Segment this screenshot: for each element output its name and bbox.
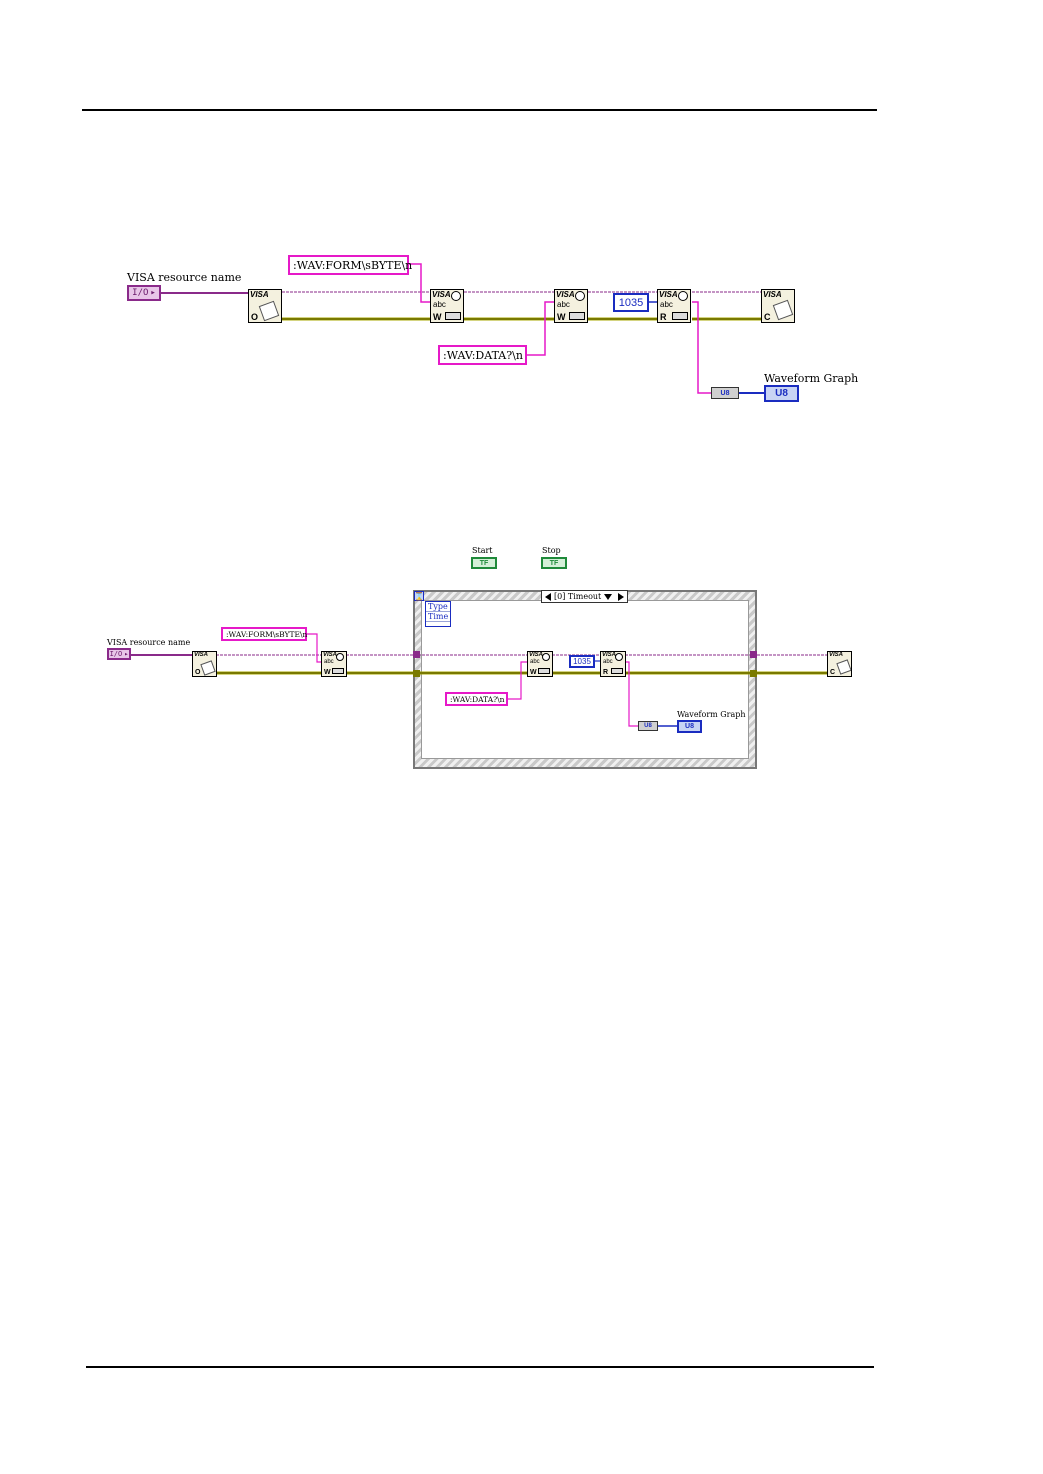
d2-write2-clock-icon [542,653,550,661]
d2-visa-resource-control[interactable]: I/O▸ [107,648,131,660]
d2-visa-close-vi[interactable]: VISA C [827,651,852,677]
d2-visa-resource-label: VISA resource name [107,638,190,647]
d2-visa-read-vi[interactable]: VISA abc R [600,651,626,677]
d2-close-mode: C [830,669,835,676]
d2-close-head: VISA [829,652,843,658]
d2-write2-mode: W [530,669,537,676]
d2-visa-write-vi-1[interactable]: VISA abc W [321,651,347,677]
d2-read-mode: R [603,669,608,676]
d2-io-text: I/O [110,650,123,658]
d2-visa-open-vi[interactable]: VISA O [192,651,217,677]
d2-visa-write-vi-2[interactable]: VISA abc W [527,651,553,677]
d2-write-cmd-form[interactable]: :WAV:FORM\sBYTE\n [221,627,307,641]
d2-read-port-icon [611,668,623,674]
d2-write1-abc: abc [324,659,334,665]
d2-close-doc-icon [836,659,851,674]
d2-write1-head: VISA [323,652,337,658]
d2-waveform-graph-terminal[interactable]: U8 [677,720,702,733]
d2-write1-mode: W [324,669,331,676]
d2-write1-clock-icon [336,653,344,661]
d2-write1-port-icon [332,668,344,674]
d2-waveform-graph-label: Waveform Graph [677,710,746,719]
d2-read-abc: abc [603,659,613,665]
d2-write-cmd-data[interactable]: :WAV:DATA?\n [445,692,508,706]
d2-write2-port-icon [538,668,550,674]
d2-read-clock-icon [615,653,623,661]
d2-byte-array-conversion[interactable]: U8 [638,721,658,731]
d2-open-doc-icon [200,660,215,675]
d2-open-mode: O [195,669,200,676]
d2-read-head: VISA [602,652,616,658]
d2-write2-head: VISA [529,652,543,658]
d2-open-head: VISA [194,652,208,658]
d2-byte-count-const[interactable]: 1035 [569,655,595,668]
d2-io-arrow-icon: ▸ [124,650,128,658]
d2-write2-abc: abc [530,659,540,665]
